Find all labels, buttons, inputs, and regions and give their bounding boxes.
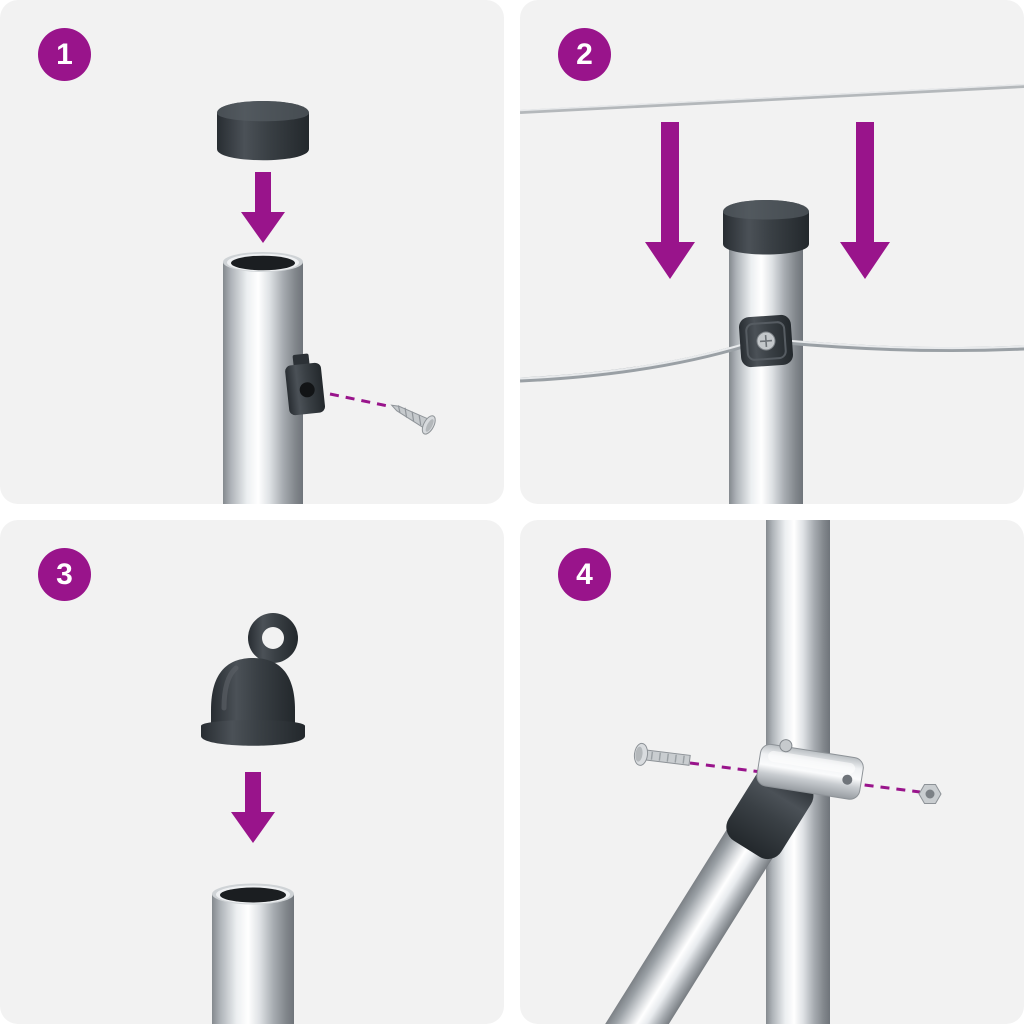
screw-bracket [285, 353, 326, 416]
step-4-illustration [579, 520, 942, 1024]
nut [918, 784, 942, 804]
post-cap [217, 101, 309, 161]
post-opening [220, 887, 286, 903]
metal-post [223, 252, 303, 504]
post-opening [231, 255, 295, 271]
down-arrow-icon [645, 122, 695, 279]
diagonal-brace [579, 776, 806, 1024]
bolt [633, 742, 691, 766]
overhead-wire [520, 83, 1024, 114]
post-cap [723, 200, 809, 255]
alignment-dashed-line [329, 392, 389, 408]
step-2-illustration [520, 83, 1024, 504]
step-number-badge-2: 2 [558, 28, 611, 81]
step-number-badge-4: 4 [558, 548, 611, 601]
clamp-screw [779, 739, 793, 753]
step-panel-1: 1 [0, 0, 504, 504]
brace-clamp [756, 739, 864, 800]
step-number-badge-3: 3 [38, 548, 91, 601]
step-1-illustration [217, 101, 436, 504]
metal-post [212, 883, 294, 1024]
step-number-badge-1: 1 [38, 28, 91, 81]
step-3-illustration [201, 613, 305, 1024]
wire-clamp [738, 314, 794, 368]
step-panel-4: 4 [520, 520, 1024, 1024]
screw [390, 404, 436, 435]
tension-wire [520, 339, 1024, 383]
down-arrow-icon [840, 122, 890, 279]
clamp-hole [842, 774, 853, 785]
metal-post [729, 246, 803, 504]
step-panel-3: 3 [0, 520, 504, 1024]
eyelet-cap [201, 613, 305, 746]
step-number: 4 [576, 557, 593, 591]
step-panel-2: 2 [520, 0, 1024, 504]
step-number: 2 [576, 37, 593, 71]
step-number: 3 [56, 557, 73, 591]
step-number: 1 [56, 37, 73, 71]
down-arrow-icon [241, 172, 285, 243]
down-arrow-icon [231, 772, 275, 843]
